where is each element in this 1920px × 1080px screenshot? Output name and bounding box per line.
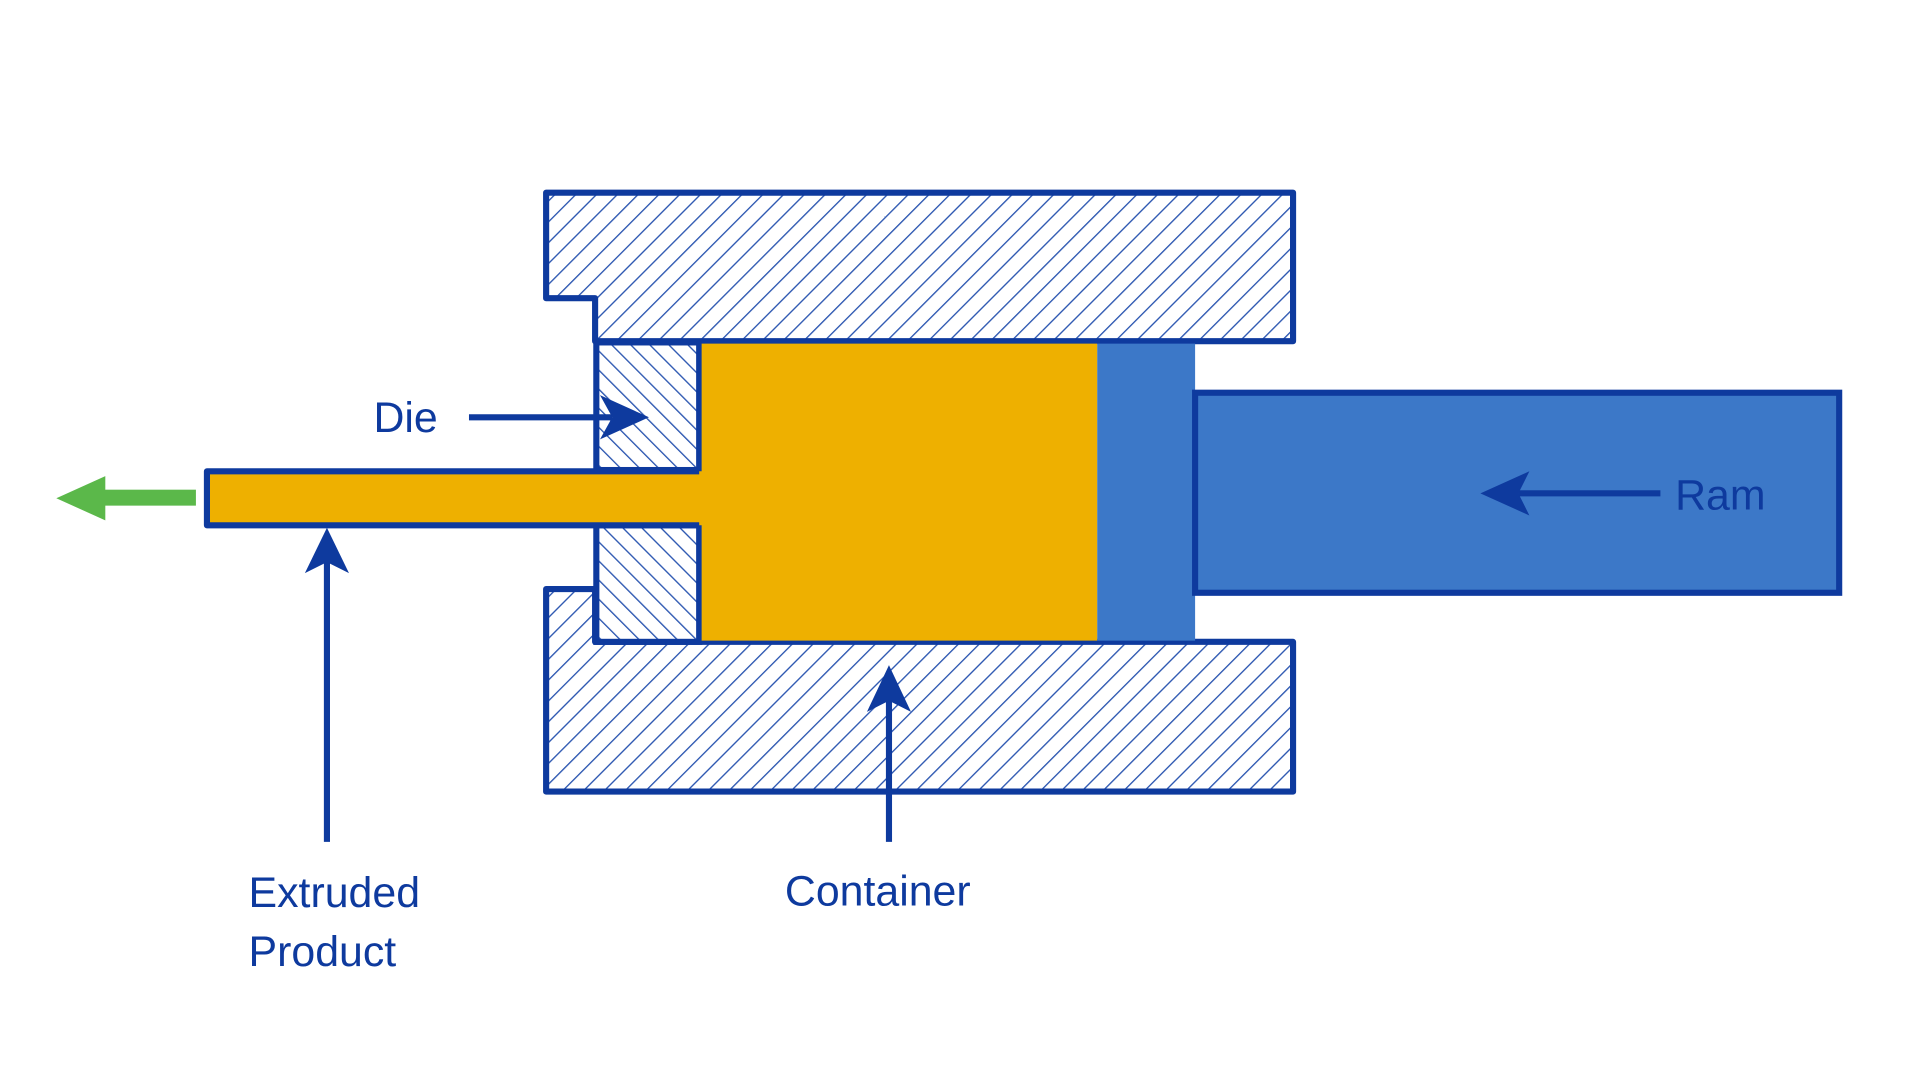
extruded-product-arrow-icon bbox=[304, 527, 349, 842]
container-arrow-icon bbox=[866, 665, 912, 842]
die-lower bbox=[593, 522, 703, 645]
container-label: Container bbox=[785, 868, 971, 916]
extruded-product bbox=[203, 468, 700, 529]
exit-arrow-icon bbox=[56, 476, 196, 521]
ram-label: Ram bbox=[1675, 471, 1765, 519]
dummy-block bbox=[1097, 343, 1196, 641]
extruded-product-label-line1: Extruded bbox=[249, 869, 420, 917]
billet bbox=[206, 343, 1098, 641]
die-arrow-icon bbox=[468, 395, 649, 440]
ram-arrow-icon bbox=[1480, 471, 1661, 516]
die-label: Die bbox=[373, 394, 437, 442]
extruded-product-label-line2: Product bbox=[249, 928, 397, 976]
container-top bbox=[543, 189, 1297, 345]
